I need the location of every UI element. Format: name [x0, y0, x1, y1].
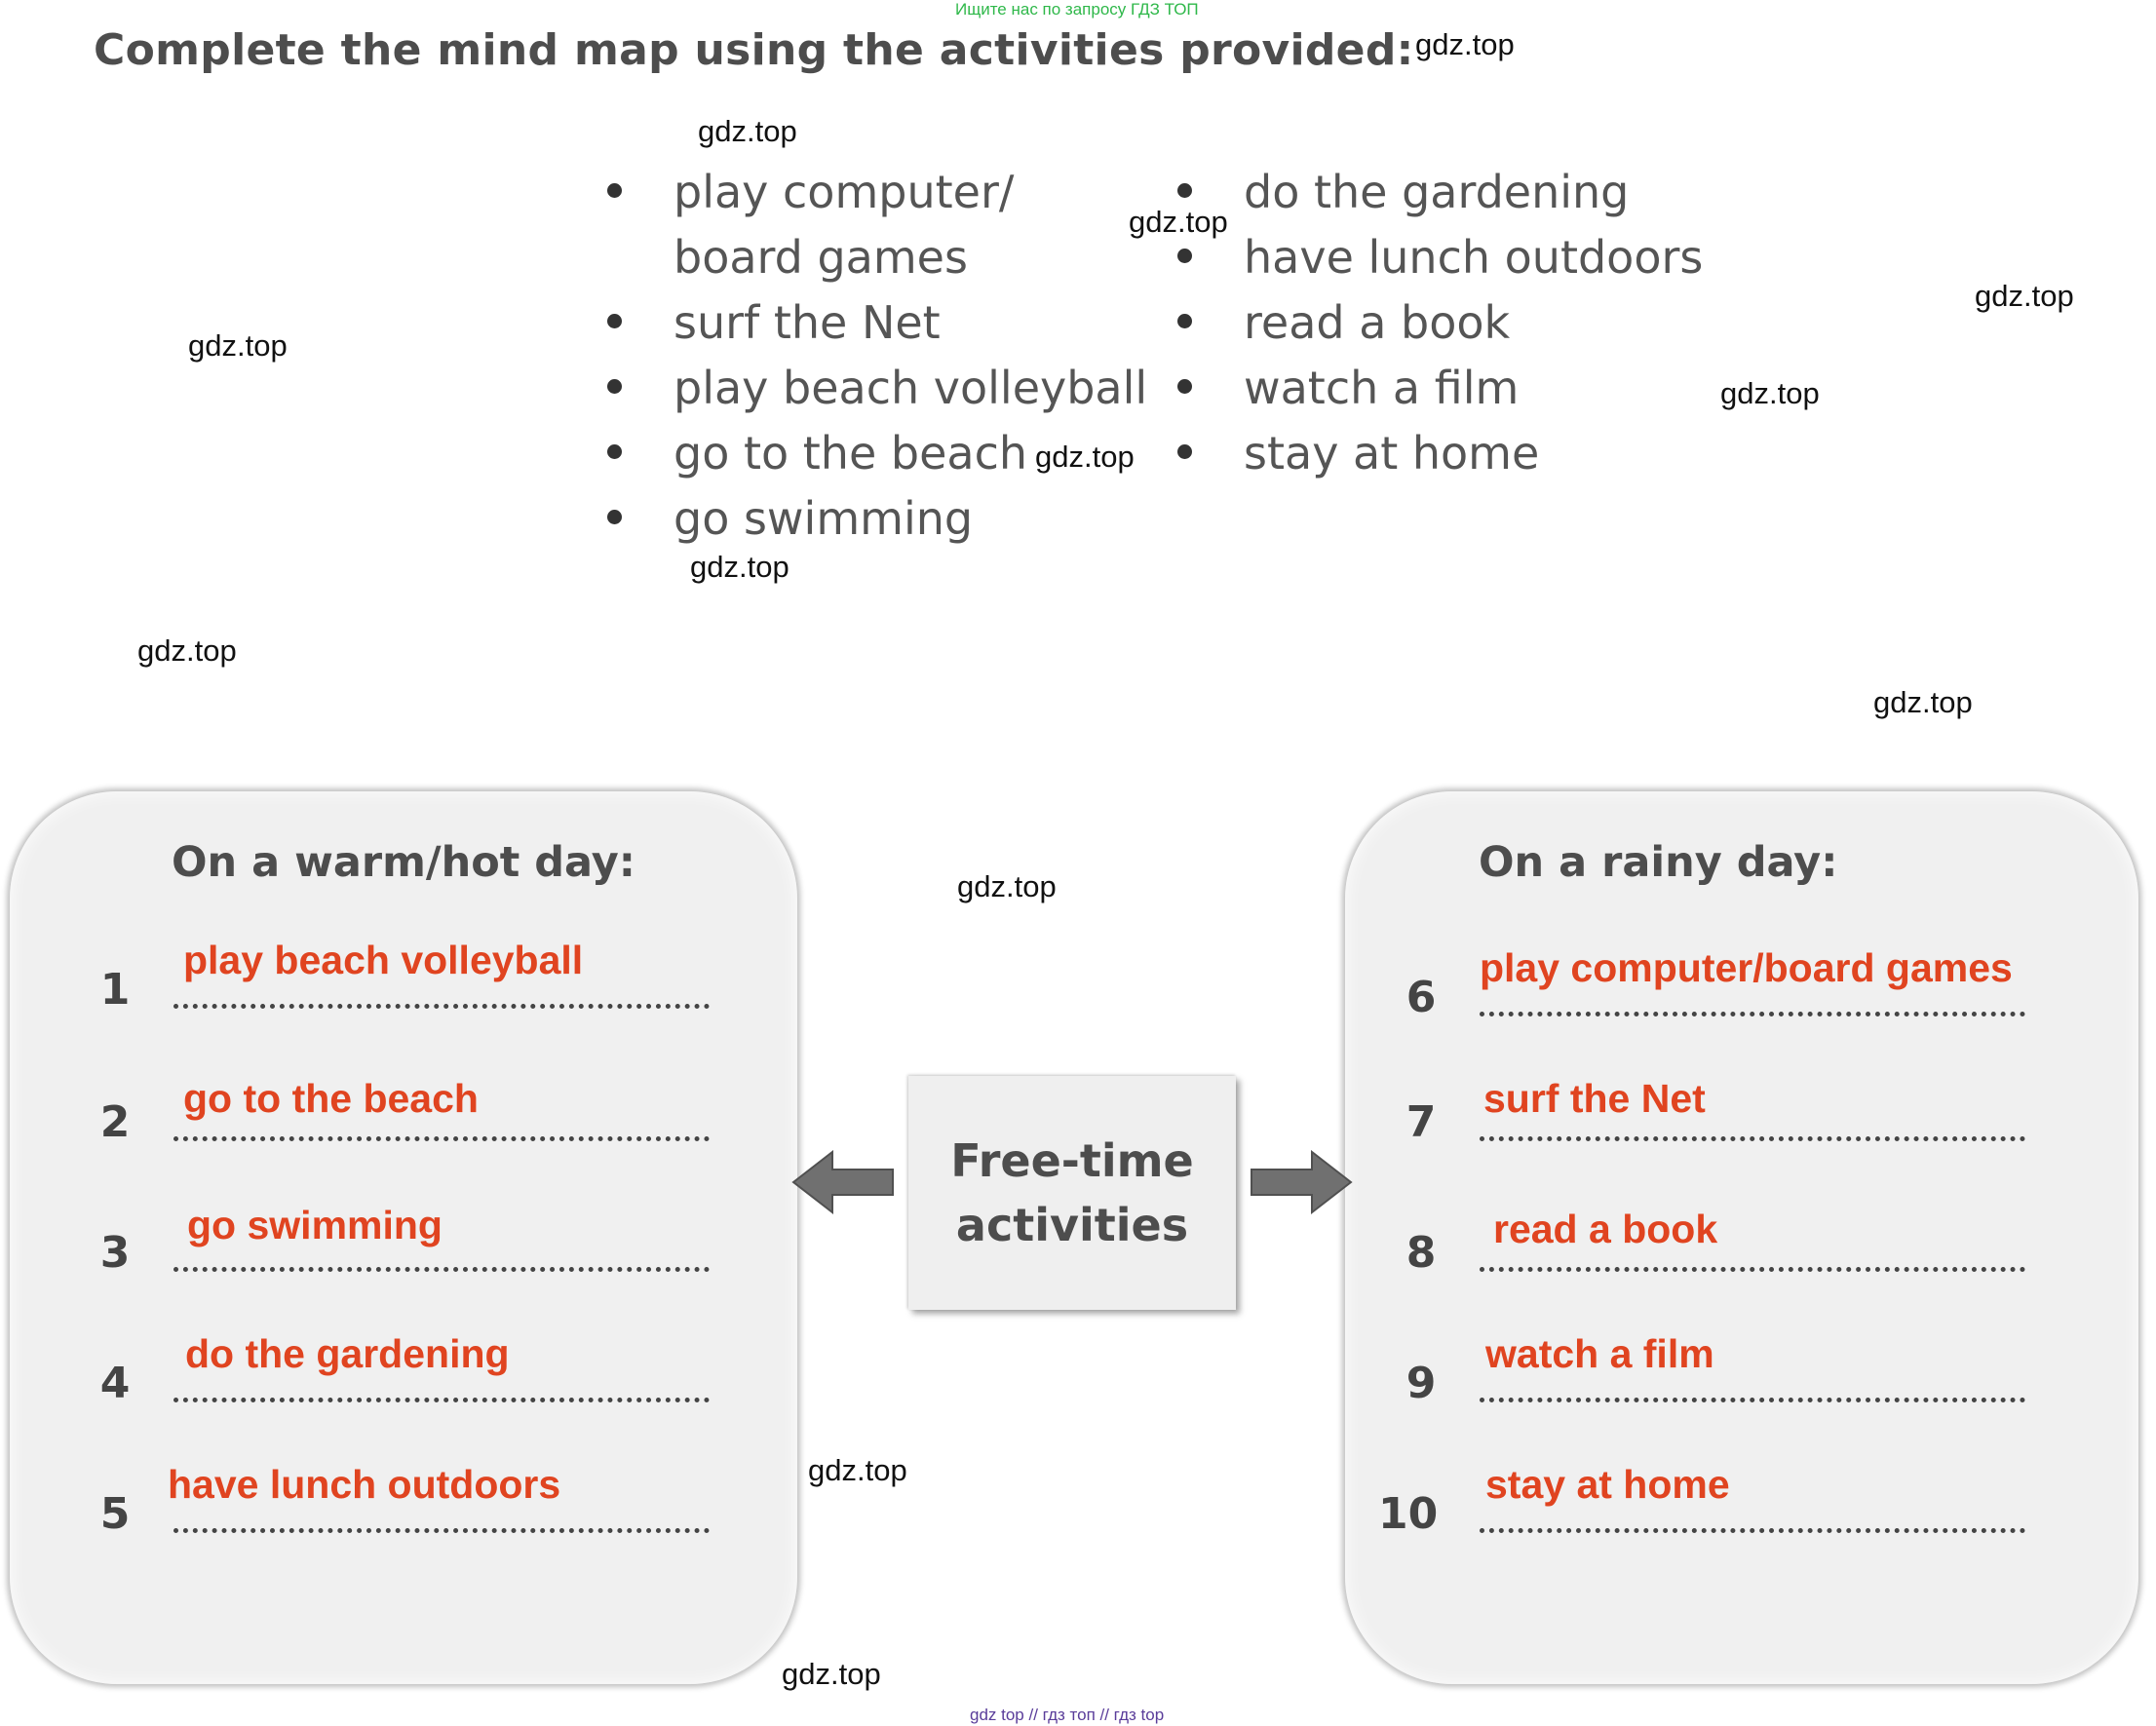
- bullet-icon: [1177, 249, 1192, 263]
- watermark: gdz.top: [782, 1657, 881, 1691]
- list-item-continuation: board games: [607, 225, 1147, 290]
- answer-line[interactable]: [173, 1398, 710, 1402]
- answer-line[interactable]: [1480, 1267, 2025, 1272]
- center-topic-box: Free-time activities: [908, 1076, 1236, 1310]
- rainy-row-10: 10 stay at home: [1378, 1462, 2025, 1546]
- bottom-note: gdz top // гдз топ // гдз top: [970, 1706, 1165, 1724]
- center-topic-line2: activities: [955, 1199, 1189, 1251]
- bullet-icon: [1177, 314, 1192, 328]
- watermark: gdz.top: [1035, 440, 1135, 474]
- bullet-icon: [607, 314, 622, 328]
- bullet-icon: [607, 510, 622, 524]
- list-item-text: have lunch outdoors: [1244, 231, 1704, 284]
- answer-text: play beach volleyball: [183, 938, 584, 982]
- watermark: gdz.top: [1873, 685, 1973, 719]
- list-item-text: stay at home: [1244, 427, 1540, 479]
- bullet-icon: [607, 183, 622, 198]
- watermark: gdz.top: [808, 1453, 907, 1487]
- warm-row-2: 2 go to the beach: [86, 1076, 719, 1154]
- watermark: gdz.top: [1975, 279, 2074, 313]
- list-item: go to the beach: [607, 421, 1147, 486]
- rainy-row-9: 9 watch a film: [1392, 1331, 2025, 1415]
- answer-line[interactable]: [1480, 1398, 2025, 1402]
- rainy-row-8: 8 read a book: [1392, 1207, 2025, 1285]
- row-number: 5: [99, 1489, 131, 1539]
- row-number: 2: [99, 1097, 131, 1147]
- list-item-text: play computer/: [674, 166, 1015, 218]
- row-number: 7: [1405, 1097, 1437, 1147]
- list-item-text: go to the beach: [674, 427, 1028, 479]
- list-item-text: surf the Net: [674, 296, 941, 349]
- answer-line[interactable]: [173, 1004, 710, 1009]
- list-item-text: board games: [674, 231, 968, 284]
- answer-text: surf the Net: [1483, 1076, 1706, 1121]
- list-item-text: play beach volleyball: [674, 362, 1148, 414]
- activity-list-right: do the gardening have lunch outdoors rea…: [1177, 160, 1703, 486]
- watermark: gdz.top: [957, 869, 1057, 903]
- answer-text: do the gardening: [185, 1331, 510, 1376]
- list-item: read a book: [1177, 290, 1703, 356]
- list-item-text: do the gardening: [1244, 166, 1630, 218]
- warm-day-panel: [10, 791, 797, 1684]
- list-item-text: watch a film: [1244, 362, 1520, 414]
- row-number: 9: [1405, 1359, 1437, 1408]
- warm-row-1: 1 play beach volleyball: [86, 938, 719, 1021]
- list-item: play beach volleyball: [607, 356, 1147, 421]
- watermark: gdz.top: [1129, 205, 1228, 239]
- row-number: 6: [1405, 973, 1437, 1022]
- warm-row-4: 4 do the gardening: [86, 1331, 719, 1415]
- rainy-row-7: 7 surf the Net: [1392, 1076, 2025, 1154]
- rainy-row-6: 6 play computer/board games: [1392, 945, 2025, 1029]
- answer-line[interactable]: [173, 1136, 710, 1141]
- arrow-right-icon: [1251, 1150, 1353, 1215]
- list-item: watch a film: [1177, 356, 1703, 421]
- instruction-heading: Complete the mind map using the activiti…: [94, 25, 1414, 75]
- answer-line[interactable]: [173, 1528, 710, 1533]
- list-item: stay at home: [1177, 421, 1703, 486]
- watermark: gdz.top: [137, 633, 237, 668]
- list-item: go swimming: [607, 486, 1147, 552]
- watermark: gdz.top: [1720, 376, 1820, 410]
- watermark: gdz.top: [188, 328, 288, 363]
- bullet-icon: [1177, 183, 1192, 198]
- list-item-text: go swimming: [674, 492, 974, 545]
- answer-text: play computer/board games: [1480, 945, 2013, 990]
- answer-line[interactable]: [1480, 1012, 2025, 1016]
- watermark: gdz.top: [690, 550, 789, 584]
- activity-list-left: play computer/ board games surf the Net …: [607, 160, 1147, 552]
- list-item: do the gardening: [1177, 160, 1703, 225]
- answer-line[interactable]: [173, 1267, 710, 1272]
- bullet-icon: [1177, 379, 1192, 394]
- answer-text: watch a film: [1485, 1331, 1714, 1376]
- top-note: Ищите нас по запросу ГДЗ ТОП: [955, 0, 1199, 19]
- list-item: surf the Net: [607, 290, 1147, 356]
- answer-line[interactable]: [1480, 1528, 2025, 1533]
- warm-row-5: 5 have lunch outdoors: [86, 1462, 719, 1546]
- answer-text: have lunch outdoors: [168, 1462, 561, 1507]
- watermark: gdz.top: [698, 114, 797, 148]
- center-topic-line1: Free-time: [950, 1134, 1194, 1187]
- row-number: 8: [1405, 1228, 1437, 1278]
- watermark: gdz.top: [1415, 27, 1515, 61]
- answer-text: go swimming: [187, 1203, 443, 1247]
- answer-text: go to the beach: [183, 1076, 479, 1121]
- row-number: 10: [1378, 1489, 1439, 1539]
- row-number: 3: [99, 1228, 131, 1278]
- list-item: play computer/: [607, 160, 1147, 225]
- rainy-day-panel: [1345, 791, 2138, 1684]
- list-item: have lunch outdoors: [1177, 225, 1703, 290]
- warm-panel-title: On a warm/hot day:: [172, 838, 635, 887]
- bullet-icon: [607, 444, 622, 459]
- rainy-panel-title: On a rainy day:: [1479, 838, 1838, 887]
- answer-text: read a book: [1493, 1207, 1718, 1251]
- arrow-left-icon: [791, 1150, 894, 1215]
- answer-text: stay at home: [1485, 1462, 1730, 1507]
- warm-row-3: 3 go swimming: [86, 1203, 719, 1285]
- answer-line[interactable]: [1480, 1136, 2025, 1141]
- list-item-text: read a book: [1244, 296, 1511, 349]
- row-number: 4: [99, 1359, 131, 1408]
- bullet-icon: [1177, 444, 1192, 459]
- row-number: 1: [99, 965, 131, 1015]
- bullet-icon: [607, 379, 622, 394]
